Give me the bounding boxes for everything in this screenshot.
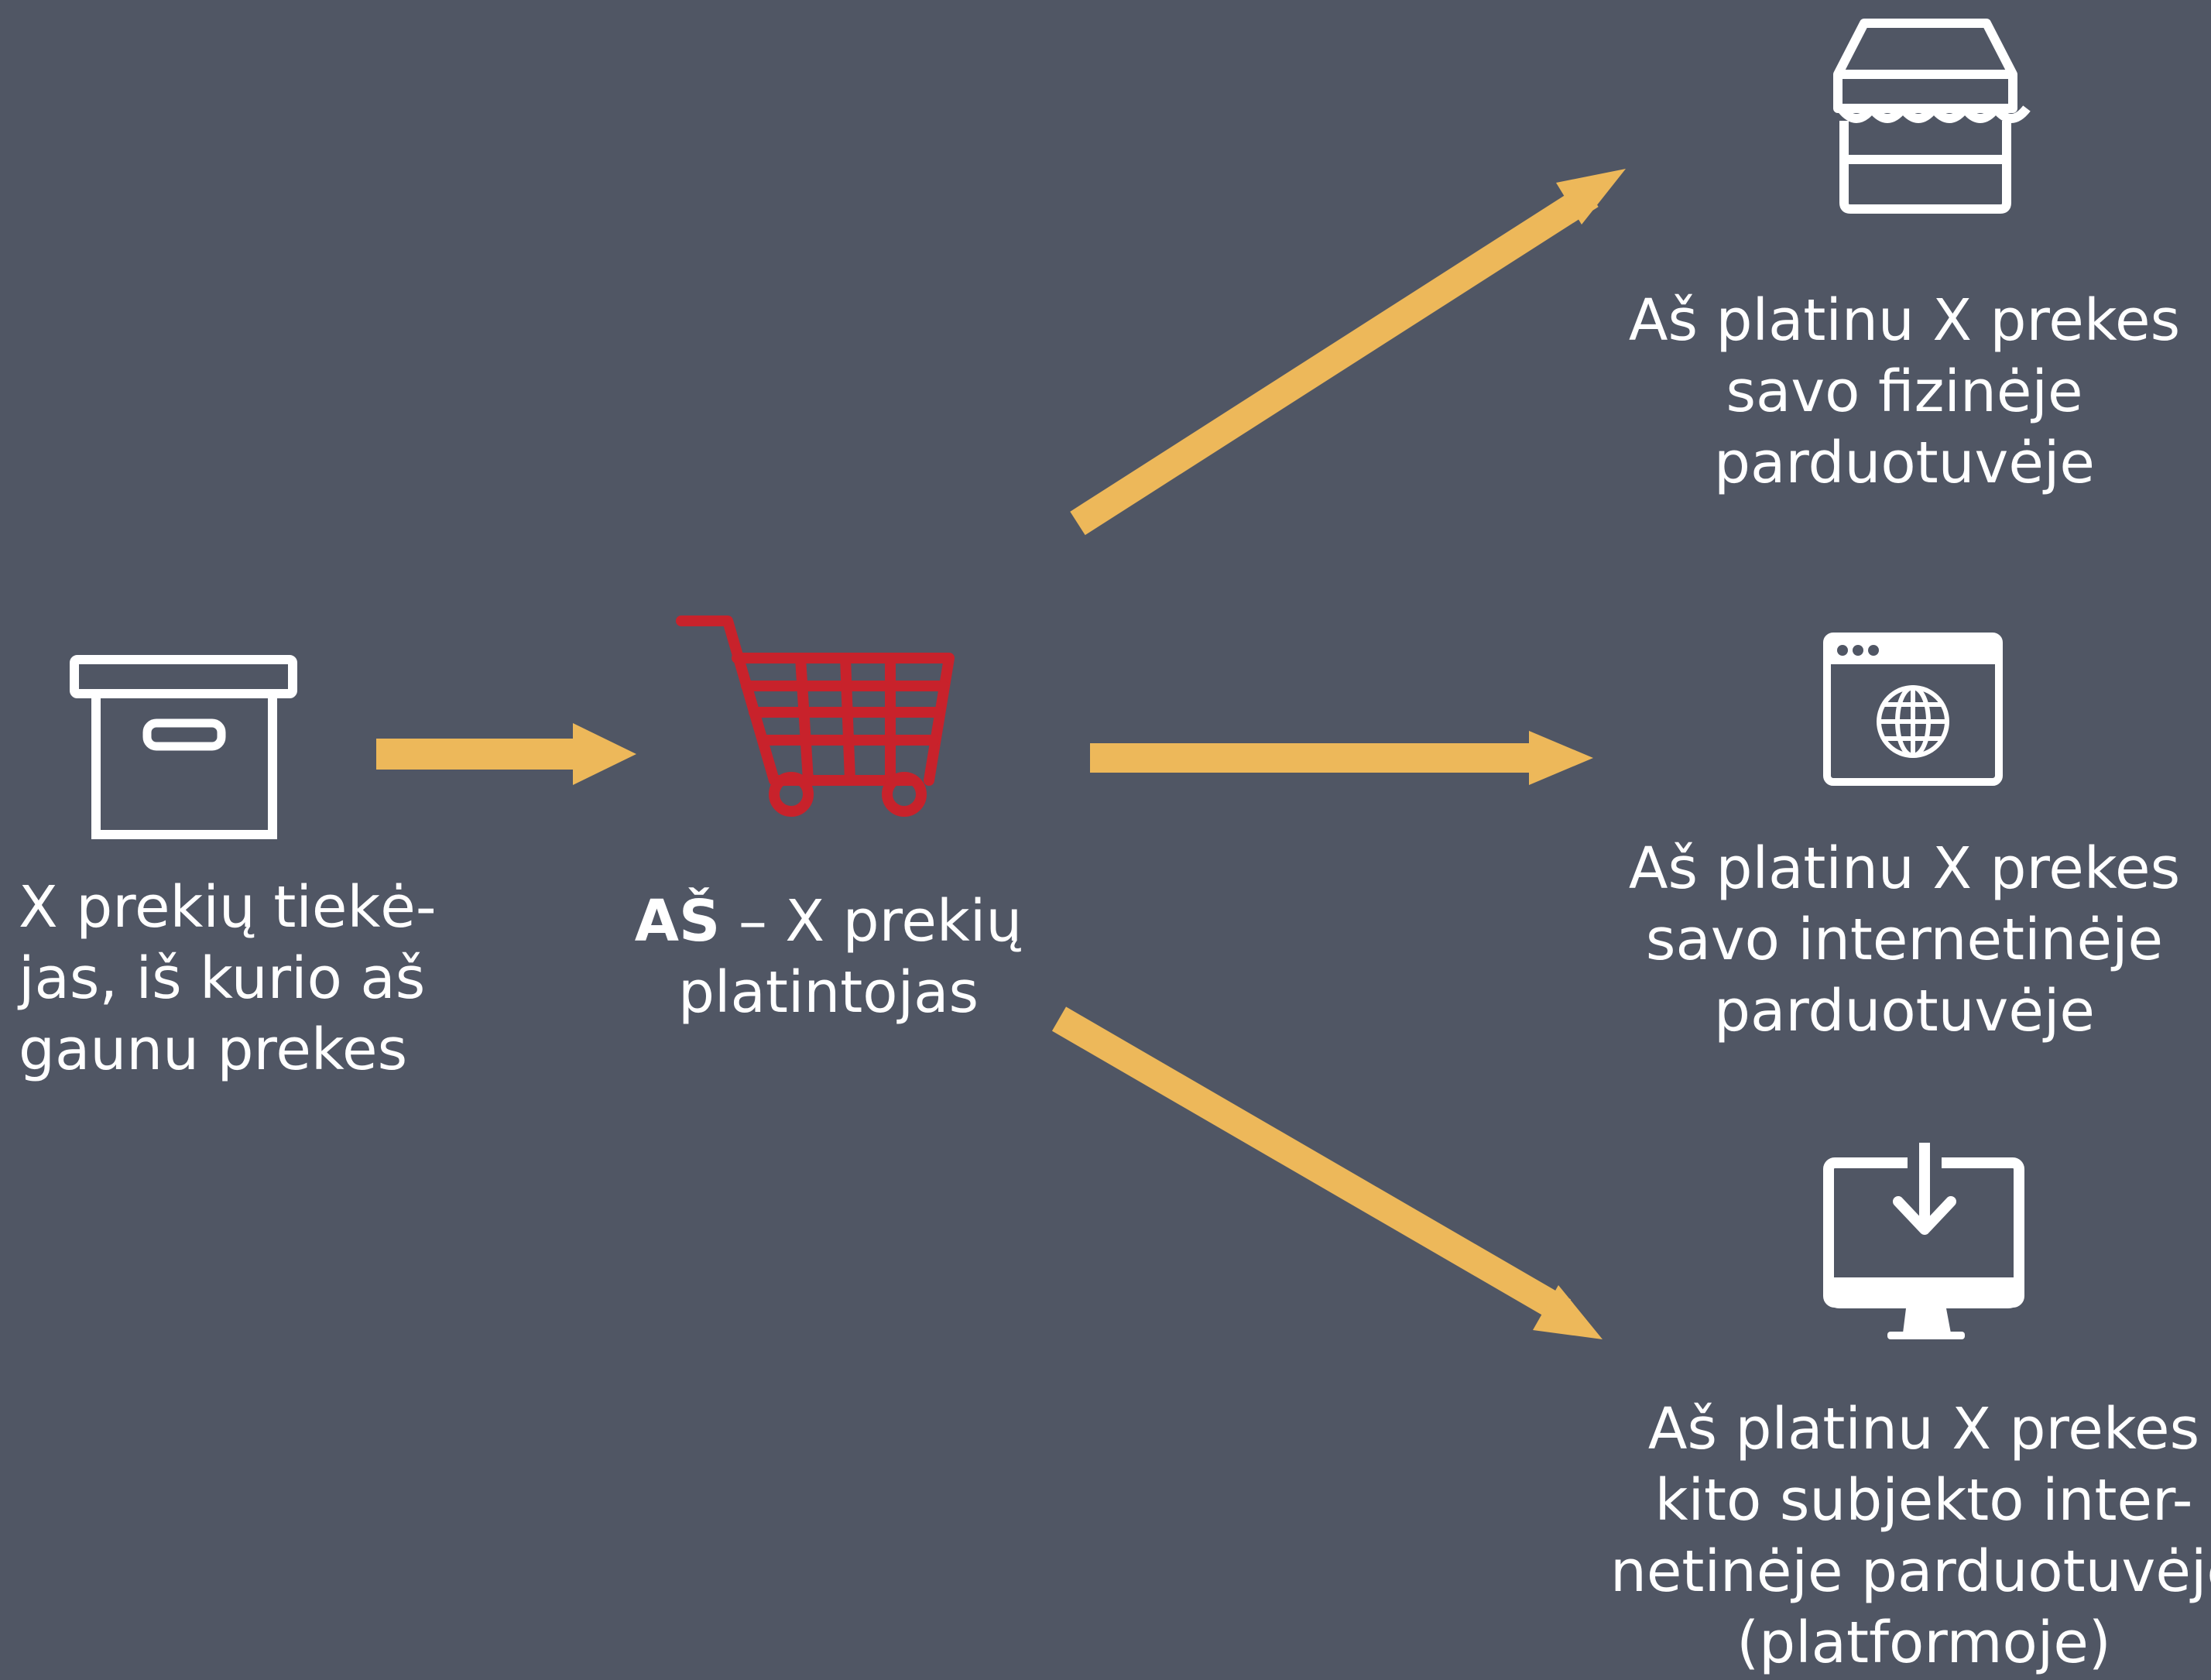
distributor-label: AŠ – X prekių platintojas [588, 886, 1068, 1028]
supplier-label: X prekių tiekė- jas, iš kurio aš gaunu p… [19, 872, 437, 1085]
arrow-shaft [1090, 743, 1531, 773]
arrow-shaft [1070, 183, 1599, 536]
arrow-head [1556, 169, 1626, 225]
supplier-label-line-1: X prekių tiekė- [19, 874, 437, 941]
arrow-to-platform [1051, 1006, 1603, 1339]
own-eshop-label: Aš platinu X prekes savo internetinėje p… [1587, 833, 2211, 1047]
distributor-label-line-2: platintojas [677, 959, 979, 1026]
physical-store-line-2: savo fizinėje [1726, 358, 2083, 425]
arrow-head [1533, 1285, 1603, 1339]
arrow-supplier-to-distributor [376, 723, 636, 785]
platform-label: Aš platinu X prekes kito subjekto inter-… [1610, 1394, 2211, 1678]
arrow-shaft [1051, 1006, 1572, 1324]
platform-line-1: Aš platinu X prekes [1647, 1396, 2200, 1462]
platform-line-2: kito subjekto inter- [1654, 1467, 2193, 1534]
physical-store-label: Aš platinu X prekes savo fizinėje parduo… [1587, 285, 2211, 499]
own-eshop-line-2: savo internetinėje [1645, 907, 2164, 973]
distributor-label-line-1: AŠ – X prekių [588, 886, 1068, 957]
own-eshop-line-1: Aš platinu X prekes [1628, 835, 2181, 902]
distributor-bold-self: AŠ [634, 888, 721, 955]
physical-store-line-1: Aš platinu X prekes [1628, 287, 2181, 354]
supplier-label-line-3: gaunu prekes [19, 1017, 408, 1083]
physical-store-line-3: parduotuvėje [1714, 430, 2095, 496]
own-eshop-line-3: parduotuvėje [1714, 978, 2095, 1044]
arrow-to-physical-store [1070, 169, 1626, 536]
distributor-label-rest: – X prekių [720, 888, 1023, 955]
arrow-to-own-eshop [1090, 731, 1593, 785]
arrow-head [1529, 731, 1593, 785]
platform-line-3: netinėje parduotuvėje [1610, 1538, 2211, 1605]
platform-line-4: (platformoje) [1736, 1610, 2111, 1676]
arrow-shaft [376, 739, 574, 770]
arrow-head [573, 723, 636, 785]
supplier-label-line-2: jas, iš kurio aš [19, 945, 426, 1012]
